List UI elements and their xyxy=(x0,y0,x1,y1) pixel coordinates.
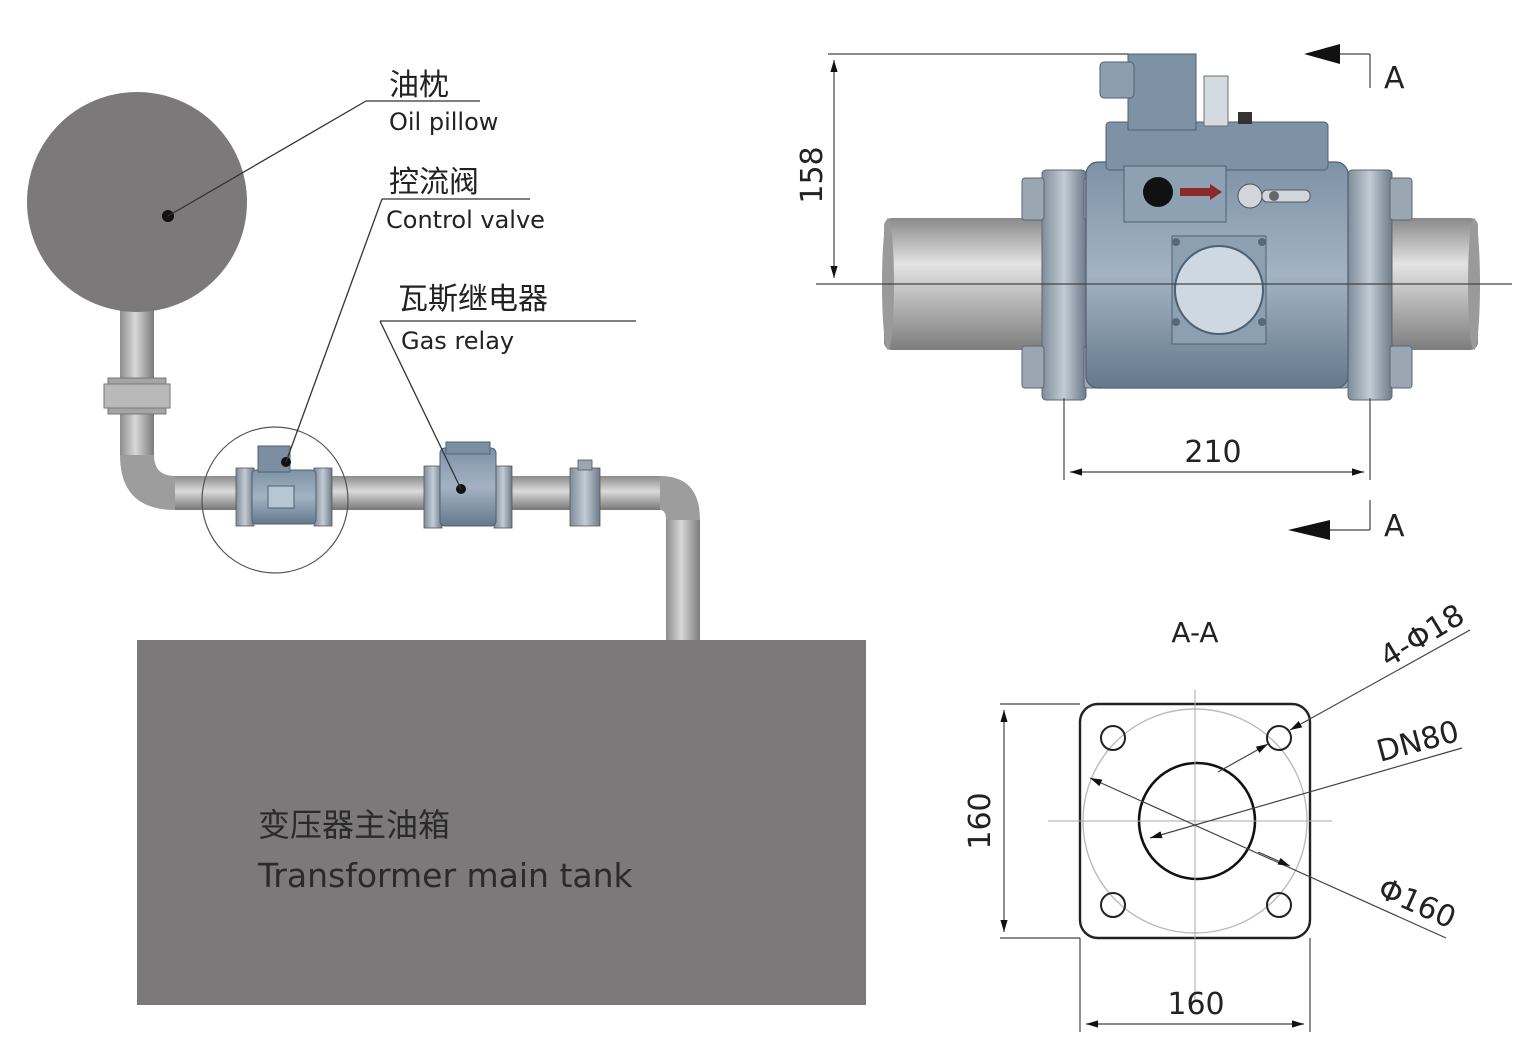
detail-highlight-circle xyxy=(201,426,349,574)
control-valve-leader xyxy=(285,198,383,463)
oil-pillow-label-en: Oil pillow xyxy=(389,108,498,136)
transformer-main-tank xyxy=(137,640,866,1005)
oil-pillow-label-cn: 油枕 xyxy=(389,68,449,103)
section-marker-top: A xyxy=(1304,44,1405,96)
dimension-height-value: 158 xyxy=(795,146,830,203)
dimension-height: 158 xyxy=(795,53,1128,278)
dimension-bolt-circle-value: Φ160 xyxy=(1373,871,1461,936)
dimension-flange-span: 210 xyxy=(1063,398,1371,480)
tank-label-cn: 变压器主油箱 xyxy=(258,806,450,844)
gas-relay-label-cn: 瓦斯继电器 xyxy=(398,282,548,317)
control-valve-label-cn: 控流阀 xyxy=(389,165,479,200)
flange-section-view xyxy=(1048,690,1332,1000)
dimension-section-width-value: 160 xyxy=(1167,987,1224,1022)
control-valve-front-view xyxy=(882,53,1480,401)
gas-relay-small xyxy=(423,441,513,529)
dimension-section-width: 160 xyxy=(1079,938,1311,1032)
oil-pillow xyxy=(27,92,247,312)
section-marker-bottom: A xyxy=(1288,500,1405,544)
dimension-section-height-value: 160 xyxy=(963,792,998,849)
gas-relay-leader xyxy=(379,320,462,490)
tank-label-en: Transformer main tank xyxy=(257,856,634,895)
gas-relay-label-en: Gas relay xyxy=(401,327,514,355)
svg-text:A: A xyxy=(1384,509,1405,544)
dimension-bolt-holes-value: 4-Φ18 xyxy=(1374,598,1471,675)
dimension-bore-value: DN80 xyxy=(1373,714,1463,769)
dimension-flange-span-value: 210 xyxy=(1184,435,1241,470)
control-valve-label-en: Control valve xyxy=(386,206,545,234)
connecting-pipe xyxy=(103,305,700,640)
control-valve-small xyxy=(235,445,333,527)
section-title: A-A xyxy=(1171,616,1218,649)
dimension-section-height: 160 xyxy=(963,703,1080,939)
oil-pillow-leader xyxy=(167,100,367,217)
pipe-flange-joint xyxy=(569,459,601,527)
svg-text:A: A xyxy=(1384,61,1405,96)
